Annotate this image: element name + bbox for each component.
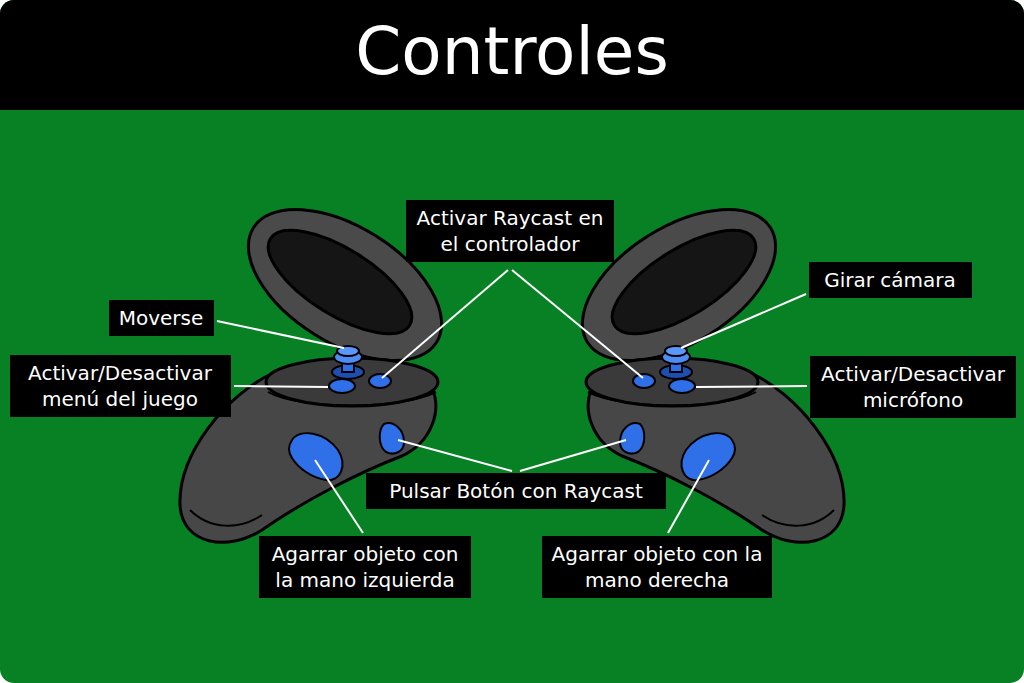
label-box: Activar Raycast en el controlador xyxy=(406,200,614,262)
label-box: Activar/Desactivar menú del juego xyxy=(10,355,231,417)
label-box: Girar cámara xyxy=(809,262,972,298)
label-text: Activar Raycast en el controlador xyxy=(412,205,608,257)
label-box: Pulsar Botón con Raycast xyxy=(366,473,666,509)
title: Controles xyxy=(0,0,1024,104)
label-box: Moverse xyxy=(109,300,214,336)
label-box: Agarrar objeto con la mano derecha xyxy=(542,536,772,598)
label-text: Activar/Desactivar micrófono xyxy=(816,361,1010,413)
leader-lines xyxy=(217,270,807,533)
label-text: Agarrar objeto con la mano izquierda xyxy=(265,541,465,593)
label-text: Girar cámara xyxy=(815,267,966,293)
label-box: Activar/Desactivar micrófono xyxy=(810,356,1016,418)
label-text: Activar/Desactivar menú del juego xyxy=(16,360,225,412)
label-text: Moverse xyxy=(115,305,208,331)
label-box: Agarrar objeto con la mano izquierda xyxy=(259,536,471,598)
label-text: Agarrar objeto con la mano derecha xyxy=(548,541,766,593)
label-text: Pulsar Botón con Raycast xyxy=(372,478,660,504)
